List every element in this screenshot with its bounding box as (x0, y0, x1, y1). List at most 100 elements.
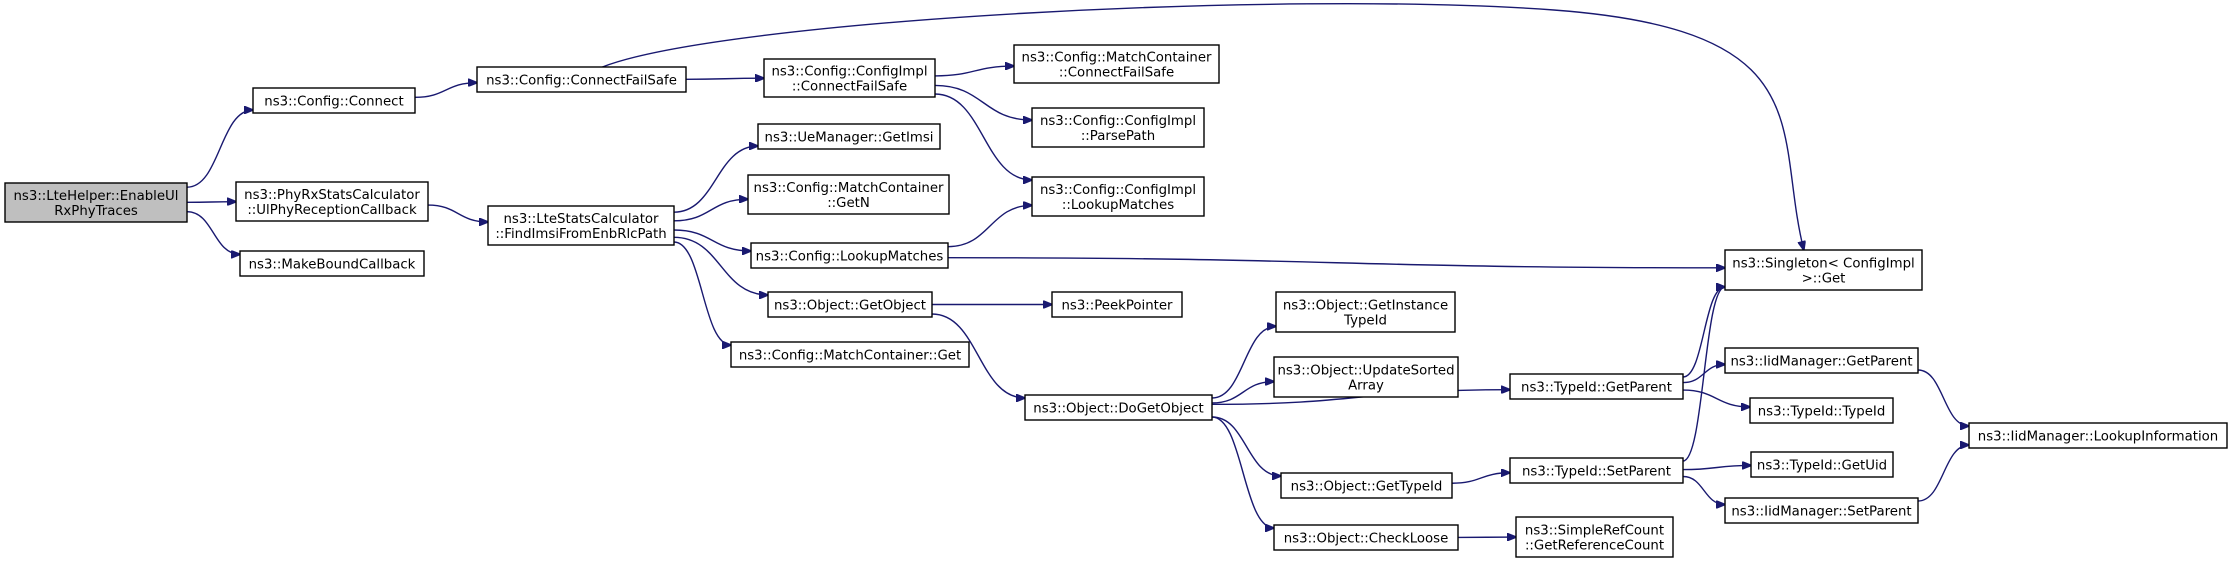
node-box (487, 205, 675, 246)
node-box (757, 123, 941, 150)
node-config-configimpl-lookupmatches[interactable]: ns3::Config::ConfigImpl::LookupMatches (1031, 176, 1205, 217)
edge-n2-to-n5 (414, 83, 477, 99)
node-label: ns3::Config::Connect (264, 95, 403, 110)
node-label: ::UlPhyReceptionCallback (247, 203, 417, 218)
node-label: ::ConnectFailSafe (1059, 66, 1174, 81)
node-label: ::ConnectFailSafe (792, 80, 907, 95)
node-config-connect[interactable]: ns3::Config::Connect (252, 87, 416, 114)
node-label: ::LookupMatches (1062, 198, 1174, 213)
node-config-matchcontainer-get[interactable]: ns3::Config::MatchContainer::Get (730, 341, 970, 368)
node-label: ns3::Config::LookupMatches (756, 250, 944, 265)
node-box (1750, 451, 1894, 478)
node-box (747, 174, 950, 215)
node-box (1031, 107, 1205, 148)
node-typeid-typeid[interactable]: ns3::TypeId::TypeId (1749, 397, 1894, 424)
edge-n5-to-n16 (602, 3, 1803, 250)
node-label: RxPhyTraces (54, 204, 138, 219)
edges-layer (186, 3, 1969, 538)
node-box (239, 250, 425, 277)
node-iidmanager-getparent[interactable]: ns3::IidManager::GetParent (1724, 347, 1919, 374)
node-box (1280, 472, 1453, 499)
node-object-checkloose[interactable]: ns3::Object::CheckLoose (1273, 524, 1459, 551)
node-label: ns3::Object::GetTypeId (1291, 480, 1443, 495)
edge-n11-to-n18 (931, 313, 1025, 398)
node-config-configimpl-connectfailsafe[interactable]: ns3::Config::ConfigImpl::ConnectFailSafe (763, 58, 936, 98)
edge-n24-to-n28 (1682, 465, 1751, 471)
edge-n7-to-n14 (934, 84, 1032, 120)
node-ltestatscalculator-findimsifromenbrlcpath[interactable]: ns3::LteStatsCalculator::FindImsiFromEnb… (487, 205, 675, 246)
node-makeboundcallback[interactable]: ns3::MakeBoundCallback (239, 250, 425, 277)
node-typeid-getparent[interactable]: ns3::TypeId::GetParent (1509, 373, 1684, 400)
node-config-matchcontainer-connectfailsafe[interactable]: ns3::Config::MatchContainer::ConnectFail… (1013, 44, 1220, 84)
node-label: >::Get (1802, 272, 1846, 287)
node-label: ns3::MakeBoundCallback (249, 258, 416, 273)
node-object-getobject[interactable]: ns3::Object::GetObject (767, 291, 933, 318)
node-box (1724, 347, 1919, 374)
node-box (1275, 291, 1456, 333)
node-typeid-setparent[interactable]: ns3::TypeId::SetParent (1509, 457, 1684, 484)
node-box (1968, 422, 2228, 449)
node-label: ns3::Singleton< ConfigImpl (1732, 257, 1914, 272)
node-label: ns3::TypeId::TypeId (1758, 405, 1886, 420)
node-typeid-getuid[interactable]: ns3::TypeId::GetUid (1750, 451, 1894, 478)
edge-n1-to-n2 (186, 110, 253, 188)
node-box (763, 58, 936, 98)
node-label: ns3::UeManager::GetImsi (765, 131, 934, 146)
node-label: ns3::Object::GetObject (774, 299, 926, 314)
edge-n7-to-n15 (934, 93, 1032, 180)
node-label: ns3::LteHelper::EnableUl (14, 189, 179, 204)
node-label: ns3::LteStatsCalculator (503, 212, 659, 227)
node-box (1051, 291, 1183, 318)
node-label: ns3::Config::ConfigImpl (771, 65, 927, 80)
node-uemanager-getimsi[interactable]: ns3::UeManager::GetImsi (757, 123, 941, 150)
node-config-connectfailsafe[interactable]: ns3::Config::ConnectFailSafe (476, 66, 687, 93)
node-label: ns3::Config::ConnectFailSafe (486, 74, 677, 89)
node-config-lookupmatches[interactable]: ns3::Config::LookupMatches (750, 242, 949, 269)
edge-n18-to-n22 (1211, 416, 1274, 528)
edge-n29-to-n30 (1917, 445, 1969, 502)
node-label: ::GetN (827, 196, 870, 211)
node-label: ns3::IidManager::SetParent (1731, 505, 1911, 520)
node-label: ns3::Object::CheckLoose (1284, 532, 1449, 547)
node-box (1724, 249, 1923, 291)
edge-n5-to-n7 (685, 78, 764, 79)
node-box (1013, 44, 1220, 84)
node-label: ::ParsePath (1081, 129, 1155, 144)
node-peekpointer[interactable]: ns3::PeekPointer (1051, 291, 1183, 318)
node-object-gettypeid[interactable]: ns3::Object::GetTypeId (1280, 472, 1453, 499)
node-label: ns3::Object::UpdateSorted (1277, 364, 1454, 379)
node-label: ns3::TypeId::GetParent (1521, 381, 1672, 396)
edge-n6-to-n11 (673, 236, 768, 295)
node-box (4, 182, 188, 223)
edge-n6-to-n8 (673, 146, 758, 213)
node-iidmanager-lookupinformation[interactable]: ns3::IidManager::LookupInformation (1968, 422, 2228, 449)
edge-n10-to-n16 (947, 256, 1725, 268)
node-box (1273, 356, 1459, 398)
node-config-matchcontainer-getn[interactable]: ns3::Config::MatchContainer::GetN (747, 174, 950, 215)
node-box (1031, 176, 1205, 217)
edge-n21-to-n24 (1451, 473, 1510, 484)
node-iidmanager-setparent[interactable]: ns3::IidManager::SetParent (1724, 497, 1919, 524)
node-object-dogetobject[interactable]: ns3::Object::DoGetObject (1024, 394, 1213, 421)
edge-n23-to-n27 (1682, 389, 1750, 407)
edge-n6-to-n10 (673, 229, 751, 251)
node-phyrxstatscalculator-ulphyreceptioncallback[interactable]: ns3::PhyRxStatsCalculator::UlPhyReceptio… (235, 181, 429, 222)
node-box (1749, 397, 1894, 424)
node-label: ns3::IidManager::LookupInformation (1978, 430, 2218, 445)
node-label: ns3::SimpleRefCount (1525, 524, 1664, 539)
node-label: ns3::Config::MatchContainer::Get (739, 349, 961, 364)
node-label: ns3::PhyRxStatsCalculator (244, 188, 420, 203)
node-simplerefcount-getreferencecount[interactable]: ns3::SimpleRefCount::GetReferenceCount (1515, 516, 1674, 558)
node-label: ns3::Object::GetInstance (1283, 299, 1448, 314)
node-config-configimpl-parsepath[interactable]: ns3::Config::ConfigImpl::ParsePath (1031, 107, 1205, 148)
node-singleton-configimpl-get[interactable]: ns3::Singleton< ConfigImpl >::Get (1724, 249, 1923, 291)
edge-n10-to-n15 (947, 205, 1032, 248)
node-box (1509, 457, 1684, 484)
edge-n1-to-n3 (186, 202, 236, 203)
node-box (1515, 516, 1674, 558)
edge-n18-to-n21 (1211, 416, 1281, 476)
